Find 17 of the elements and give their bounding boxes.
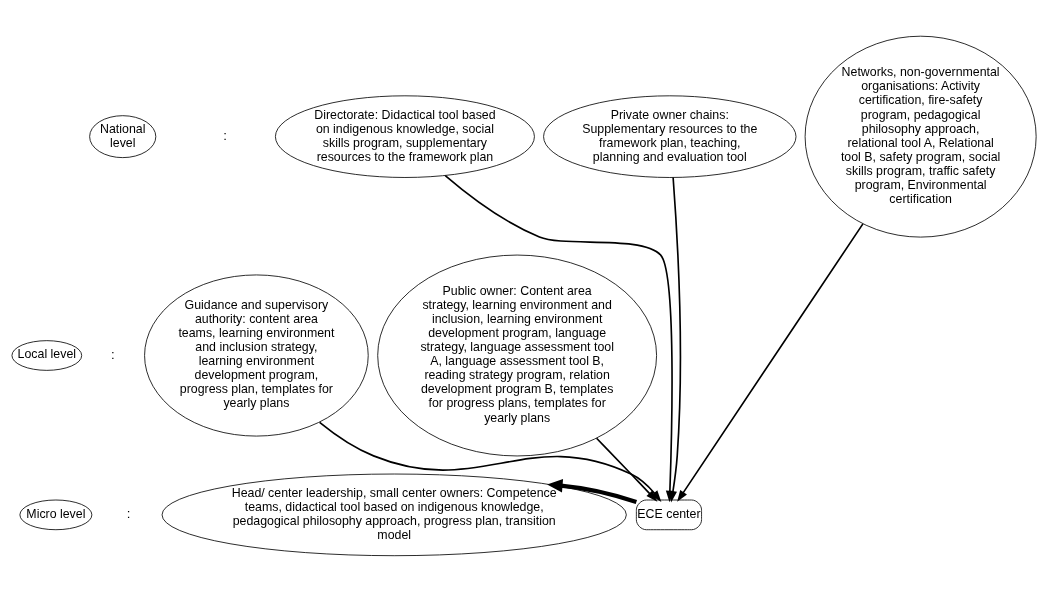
node-ellipse: Head/ center leadership, small center owners: Competence teams, didactical tool based on indigenous knowledge, pedagogical philosophy approach, progress plan, transition model xyxy=(161,473,627,557)
arrow xyxy=(669,176,682,503)
label: : xyxy=(223,127,227,143)
node-ellipse: Micro level xyxy=(19,499,93,531)
node-ellipse: Private owner chains: Supplementary resources to the framework plan, teaching, planning and evaluation tool xyxy=(543,95,797,178)
arrow xyxy=(595,437,658,502)
node-ellipse: Directorate: Didactical tool based on indigenous knowledge, social skills program, supplementary resources to the framework plan xyxy=(275,95,535,178)
label: : xyxy=(126,505,131,521)
node-ellipse: Guidance and supervisory authority: content area teams, learning environment and inclusion strategy, learning environment development program, progress plan, templates for yearly plans xyxy=(144,274,369,437)
node-ellipse: National level xyxy=(89,115,157,159)
node-ellipse: Public owner: Content area strategy, learning environment and inclusion, learning environment development program, language strategy, language assessment tool A, language assessment tool B, reading strategy program, relation development program B, templates for progress plans, templates for yearly plans xyxy=(377,254,657,457)
arrow xyxy=(677,223,864,502)
node-ellipse: Networks, non-governmental organisations: Activity certification, fire-safety program, pedagogical philosophy approach, relational tool A, Relational tool B, safety program, social skills program, traffic safety program, Environmental certification xyxy=(804,35,1037,238)
arrow xyxy=(547,479,637,504)
node-ellipse: Local level xyxy=(11,340,83,371)
label: : xyxy=(110,346,115,362)
node-box: ECE center xyxy=(635,499,702,531)
